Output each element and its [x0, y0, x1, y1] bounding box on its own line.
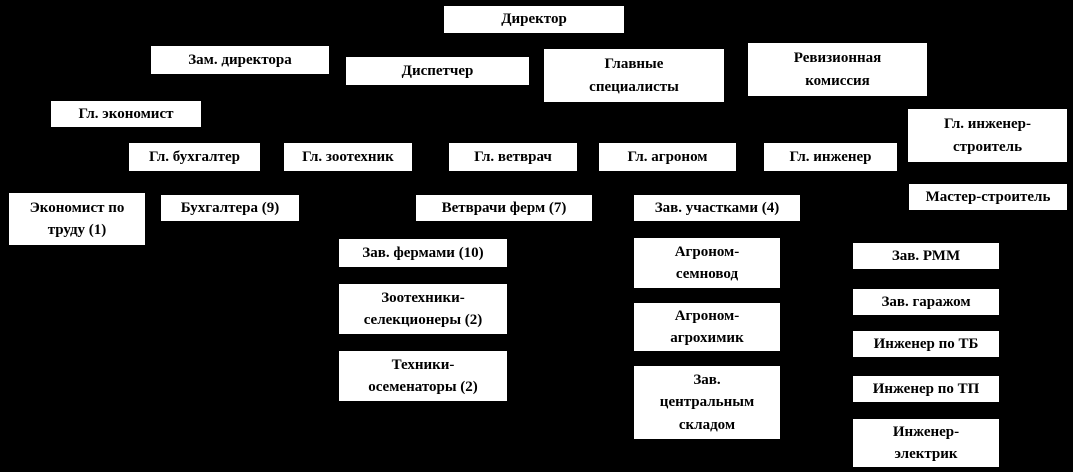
- org-node-chief-construction-engineer: Гл. инженер- строитель: [907, 108, 1068, 163]
- org-node-chief-veterinarian: Гл. ветврач: [448, 142, 578, 172]
- org-node-seed-agronomist: Агроном- семновод: [633, 237, 781, 289]
- org-node-insemination-technicians: Техники- осеменаторы (2): [338, 350, 508, 402]
- org-node-director: Директор: [443, 5, 625, 34]
- org-node-central-warehouse-manager: Зав. центральным складом: [633, 365, 781, 440]
- org-node-master-builder: Мастер-строитель: [908, 183, 1068, 211]
- org-node-rmm-manager: Зав. РММ: [852, 242, 1000, 270]
- org-node-dispatcher: Диспетчер: [345, 56, 530, 86]
- org-node-label: Гл. ветврач: [474, 148, 552, 165]
- org-node-farm-veterinarians: Ветврачи ферм (7): [415, 194, 593, 222]
- org-node-label: Зоотехники- селекционеры (2): [363, 289, 483, 329]
- org-node-label: Гл. инженер: [789, 148, 872, 165]
- org-node-label: Главные специалисты: [589, 56, 679, 95]
- org-node-label: Техники- осеменаторы (2): [368, 356, 478, 396]
- org-node-label: Инженер по ТП: [872, 380, 980, 397]
- org-node-chief-economist: Гл. экономист: [50, 100, 202, 128]
- org-node-label: Зав. центральным складом: [659, 371, 755, 433]
- org-node-chief-agronomist: Гл. агроном: [598, 142, 737, 172]
- org-node-label: Экономист по труду (1): [29, 199, 125, 239]
- org-node-label: Гл. бухгалтер: [149, 148, 240, 165]
- org-node-label: Зав. гаражом: [881, 293, 971, 310]
- org-node-tp-engineer: Инженер по ТП: [852, 375, 1000, 403]
- org-node-label: Агроном- семновод: [674, 243, 740, 283]
- org-node-label: Зав. РММ: [891, 247, 961, 264]
- org-node-farm-managers: Зав. фермами (10): [338, 238, 508, 268]
- org-node-labor-economist: Экономист по труду (1): [8, 192, 146, 246]
- org-node-label: Зав. фермами (10): [362, 244, 484, 261]
- org-node-label: Директор: [501, 11, 567, 28]
- org-node-safety-engineer: Инженер по ТБ: [852, 330, 1000, 358]
- org-node-label: Ревизионная комиссия: [793, 50, 882, 89]
- org-node-audit-commission: Ревизионная комиссия: [747, 42, 928, 97]
- org-node-label: Инженер по ТБ: [873, 335, 979, 352]
- org-node-chief-zootechnician: Гл. зоотехник: [283, 142, 413, 172]
- org-node-label: Гл. экономист: [78, 105, 174, 122]
- org-node-deputy-director: Зам. директора: [150, 45, 330, 75]
- org-node-label: Бухгалтера (9): [180, 199, 280, 216]
- org-node-chief-accountant: Гл. бухгалтер: [128, 142, 261, 172]
- org-node-label: Гл. зоотехник: [302, 148, 394, 165]
- org-node-label: Диспетчер: [401, 62, 474, 79]
- org-node-chief-specialists: Главные специалисты: [543, 48, 725, 103]
- org-node-label: Гл. инженер- строитель: [943, 116, 1032, 155]
- org-node-label: Зав. участками (4): [654, 199, 780, 216]
- org-node-label: Ветврачи ферм (7): [441, 199, 567, 216]
- org-node-garage-manager: Зав. гаражом: [852, 288, 1000, 316]
- org-node-electrical-engineer: Инженер- электрик: [852, 418, 1000, 468]
- org-node-section-managers: Зав. участками (4): [633, 194, 801, 222]
- org-node-accountants: Бухгалтера (9): [160, 194, 300, 222]
- org-node-breeding-zootechnicians: Зоотехники- селекционеры (2): [338, 283, 508, 335]
- org-node-chief-engineer: Гл. инженер: [763, 142, 898, 172]
- org-node-label: Мастер-строитель: [925, 188, 1051, 205]
- org-node-label: Зам. директора: [188, 51, 292, 68]
- org-node-agrochemist-agronomist: Агроном- агрохимик: [633, 302, 781, 352]
- org-node-label: Агроном- агрохимик: [670, 307, 744, 347]
- org-node-label: Гл. агроном: [627, 148, 708, 165]
- org-node-label: Инженер- электрик: [892, 423, 960, 463]
